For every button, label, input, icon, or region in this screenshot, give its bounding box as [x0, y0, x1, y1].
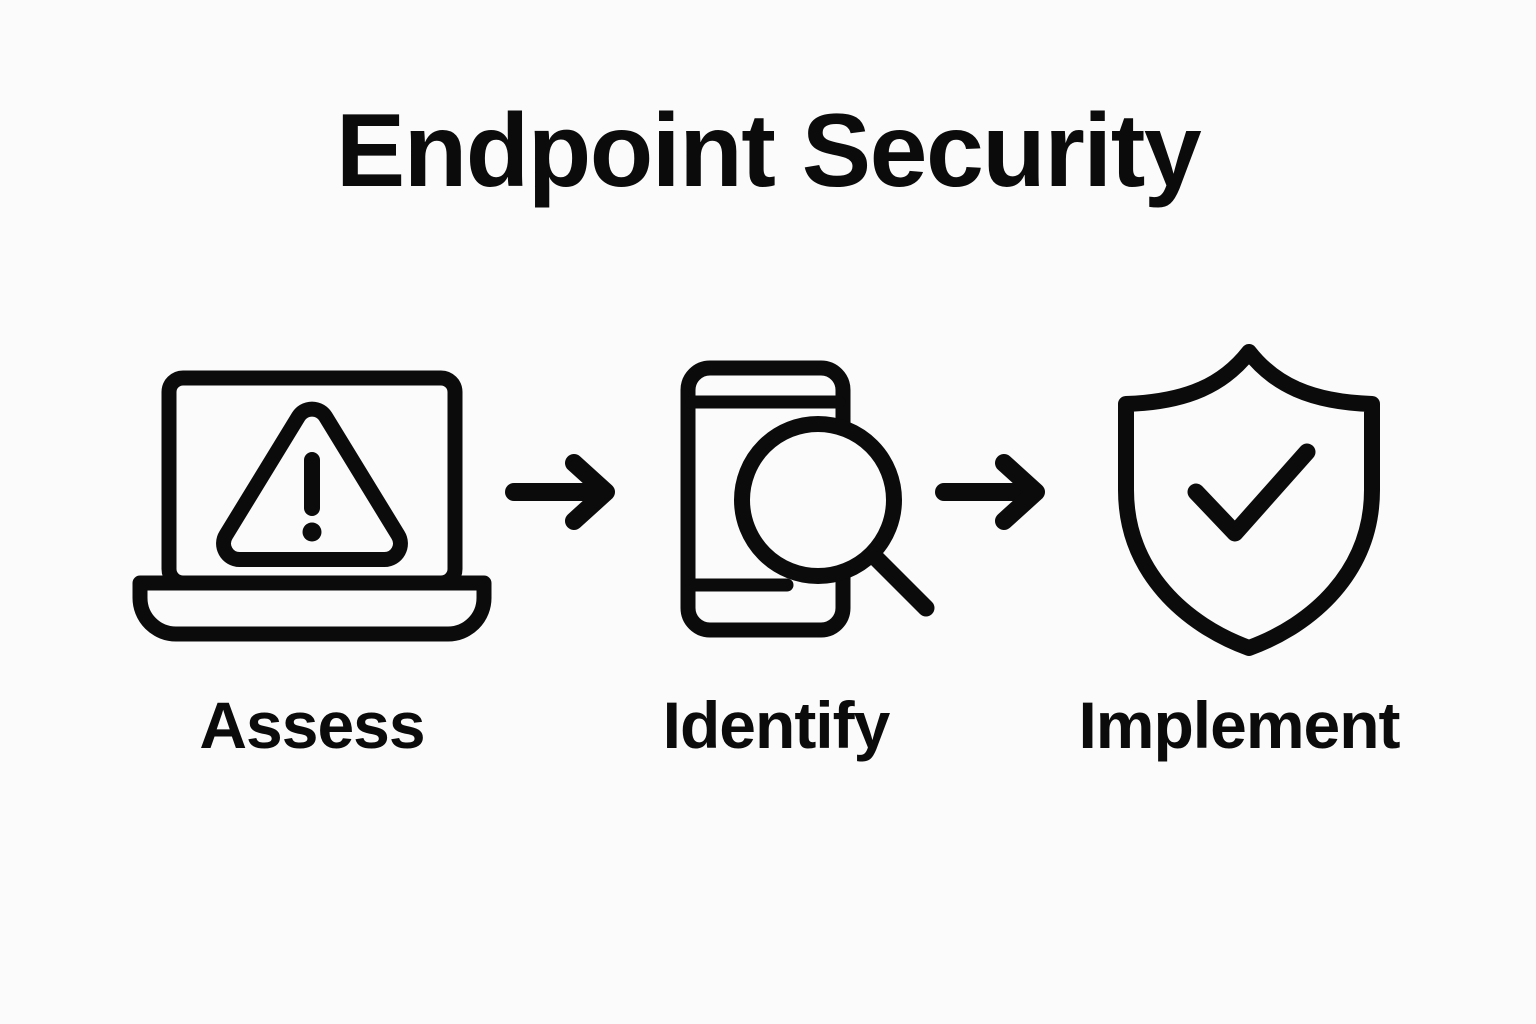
flow-connector-2 [930, 340, 1060, 660]
arrow-right-icon [935, 454, 1045, 530]
process-flow [0, 340, 1536, 660]
page-title: Endpoint Security [335, 93, 1202, 209]
arrow-right-icon [505, 454, 615, 530]
flow-step-identify [668, 340, 944, 660]
step-label-identify: Identify [662, 688, 891, 762]
flow-connector-1 [500, 340, 630, 660]
laptop-warning-icon [132, 370, 492, 642]
step-labels: Assess Identify Implement [0, 682, 1536, 772]
flow-step-implement [1104, 340, 1394, 660]
step-label-assess: Assess [199, 688, 425, 762]
step-label-implement: Implement [1078, 688, 1400, 762]
mobile-search-icon [680, 360, 935, 638]
shield-check-icon [1118, 344, 1380, 656]
flow-step-assess [128, 340, 496, 660]
